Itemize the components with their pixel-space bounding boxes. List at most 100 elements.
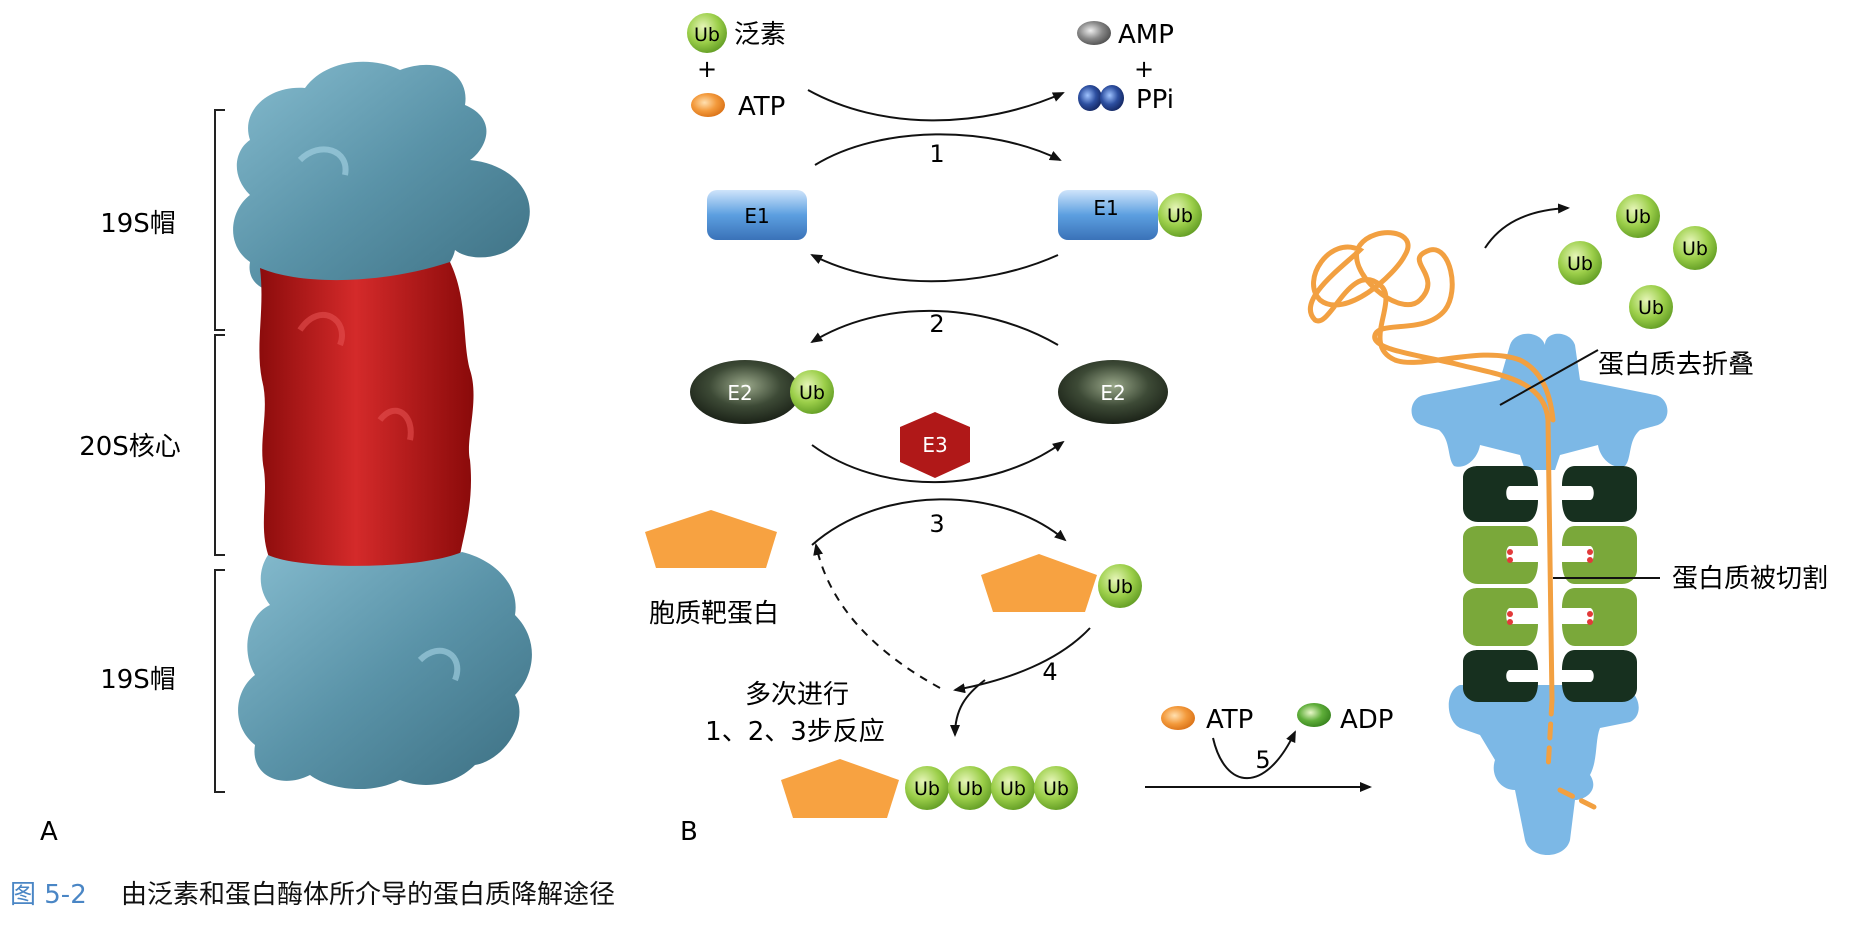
target-protein: 胞质靶蛋白: [645, 510, 779, 629]
step2-label: 2: [929, 310, 944, 338]
atp-icon: [1161, 706, 1195, 730]
target-pentagon: [645, 510, 777, 568]
panel-b-label: B: [680, 817, 698, 847]
target-pentagon: [781, 759, 899, 818]
ppi-icon-1: [1078, 85, 1102, 111]
svg-text:Ub: Ub: [799, 382, 825, 404]
cleaved-fragments: [1545, 697, 1603, 813]
svg-text:Ub: Ub: [1682, 238, 1708, 260]
ub-circle: [687, 13, 727, 53]
unfolded-chain: [1307, 230, 1556, 703]
svg-text:Ub: Ub: [914, 778, 940, 800]
e1-ub: E1 Ub: [1058, 190, 1202, 240]
e3-shape: [900, 412, 970, 478]
ring-dark-3: [1463, 650, 1538, 702]
e1-box: [707, 190, 807, 240]
svg-text:Ub: Ub: [1625, 206, 1651, 228]
atp-icon: [691, 93, 725, 117]
cleave-label: 蛋白质被切割: [1672, 564, 1828, 594]
release-arrow: [1484, 203, 1570, 249]
step5: ATP ADP 5: [1145, 703, 1394, 792]
ring-green-1: [1463, 526, 1538, 584]
repeat-note-line1: 多次进行: [745, 680, 849, 710]
proteasome-3d-model: [233, 61, 532, 790]
svg-text:Ub: Ub: [1107, 576, 1133, 598]
step5-atp-label: ATP: [1206, 705, 1253, 735]
ub-circle: [790, 370, 834, 414]
step5-label: 5: [1255, 746, 1270, 774]
ub-circle: [1558, 241, 1602, 285]
top-19s-cap: [233, 61, 530, 294]
ub-circle: [1629, 285, 1673, 329]
ub-circle: [1673, 226, 1717, 270]
step3-label: 3: [929, 510, 944, 538]
step4-curve: [953, 627, 1091, 694]
e1-free: E1: [707, 190, 807, 240]
svg-text:E2: E2: [727, 381, 752, 405]
caption-text: 由泛素和蛋白酶体所介导的蛋白质降解途径: [121, 880, 616, 910]
ring-green-4: [1562, 588, 1637, 646]
ub-circle: [1616, 194, 1660, 238]
step4-down-arrow: [950, 679, 986, 737]
svg-text:E1: E1: [744, 204, 769, 228]
svg-text:Ub: Ub: [694, 24, 720, 46]
label-bottom-cap: 19S帽: [100, 665, 176, 695]
e2-ub: E2 Ub: [690, 360, 834, 424]
target-protein-label: 胞质靶蛋白: [649, 599, 779, 629]
repeat-note-line2: 1、2、3步反应: [705, 717, 885, 747]
step2-lower-arrow: [810, 309, 1059, 346]
outputs: AMP + PPi: [1077, 20, 1174, 115]
svg-text:E2: E2: [1100, 381, 1125, 405]
unfold-label: 蛋白质去折叠: [1598, 350, 1754, 380]
ppi-icon-2: [1100, 85, 1124, 111]
ring-green-2: [1562, 526, 1637, 584]
svg-text:E1: E1: [1093, 196, 1118, 220]
panel-a-label: A: [40, 817, 58, 847]
bottom-19s-cap: [238, 552, 532, 790]
ub-circle: [1158, 193, 1202, 237]
step5-adp-label: ADP: [1340, 705, 1394, 735]
bracket-bottom: [214, 569, 225, 793]
output-plus: +: [1134, 55, 1154, 83]
target-ub: Ub: [981, 554, 1142, 612]
svg-text:Ub: Ub: [1567, 253, 1593, 275]
released-ub: Ub Ub Ub Ub: [1558, 194, 1717, 329]
e1-box: [1058, 190, 1158, 240]
svg-text:Ub: Ub: [1000, 778, 1026, 800]
svg-text:Ub: Ub: [1638, 297, 1664, 319]
core-20s: [259, 262, 474, 568]
proteasome-schematic: 蛋白质去折叠 蛋白质被切割: [1307, 230, 1828, 855]
figure-caption: 图 5-2 由泛素和蛋白酶体所介导的蛋白质降解途径: [10, 874, 615, 911]
ppi-label: PPi: [1136, 85, 1174, 115]
top-cap-schematic: [1411, 333, 1668, 470]
ring-dark-4: [1562, 650, 1637, 702]
bottom-cap-schematic: [1448, 685, 1639, 855]
caption-number: 图 5-2: [10, 880, 87, 910]
ub-circle: [991, 766, 1035, 810]
e2-ellipse: [690, 360, 800, 424]
ub-circle: [905, 766, 949, 810]
e3-hexagon: E3: [900, 412, 970, 478]
step3-target-arrow: [811, 498, 1067, 546]
svg-text:Ub: Ub: [1043, 778, 1069, 800]
ub-circle: [1098, 564, 1142, 608]
step5-energy-arrow: [1212, 730, 1296, 779]
input-plus: +: [697, 55, 717, 83]
amp-label: AMP: [1118, 20, 1174, 50]
unfold-leader: [1499, 349, 1599, 406]
target-pentagon: [981, 554, 1097, 612]
e2-ellipse: [1058, 360, 1168, 424]
bracket-core: [214, 334, 225, 556]
amp-icon: [1077, 21, 1111, 45]
panel-b: Ub 泛素 + ATP AMP + PPi 1 E1 E1 Ub: [645, 13, 1828, 855]
step4-label: 4: [1042, 658, 1057, 686]
panel-a: 19S帽 20S核心 19S帽 A: [40, 61, 532, 847]
ub-circle: [1034, 766, 1078, 810]
label-top-cap: 19S帽: [100, 209, 176, 239]
e2-free: E2: [1058, 360, 1168, 424]
activation-arrow: [807, 89, 1065, 122]
svg-text:E3: E3: [922, 433, 947, 457]
svg-text:Ub: Ub: [957, 778, 983, 800]
ub-circle: [948, 766, 992, 810]
